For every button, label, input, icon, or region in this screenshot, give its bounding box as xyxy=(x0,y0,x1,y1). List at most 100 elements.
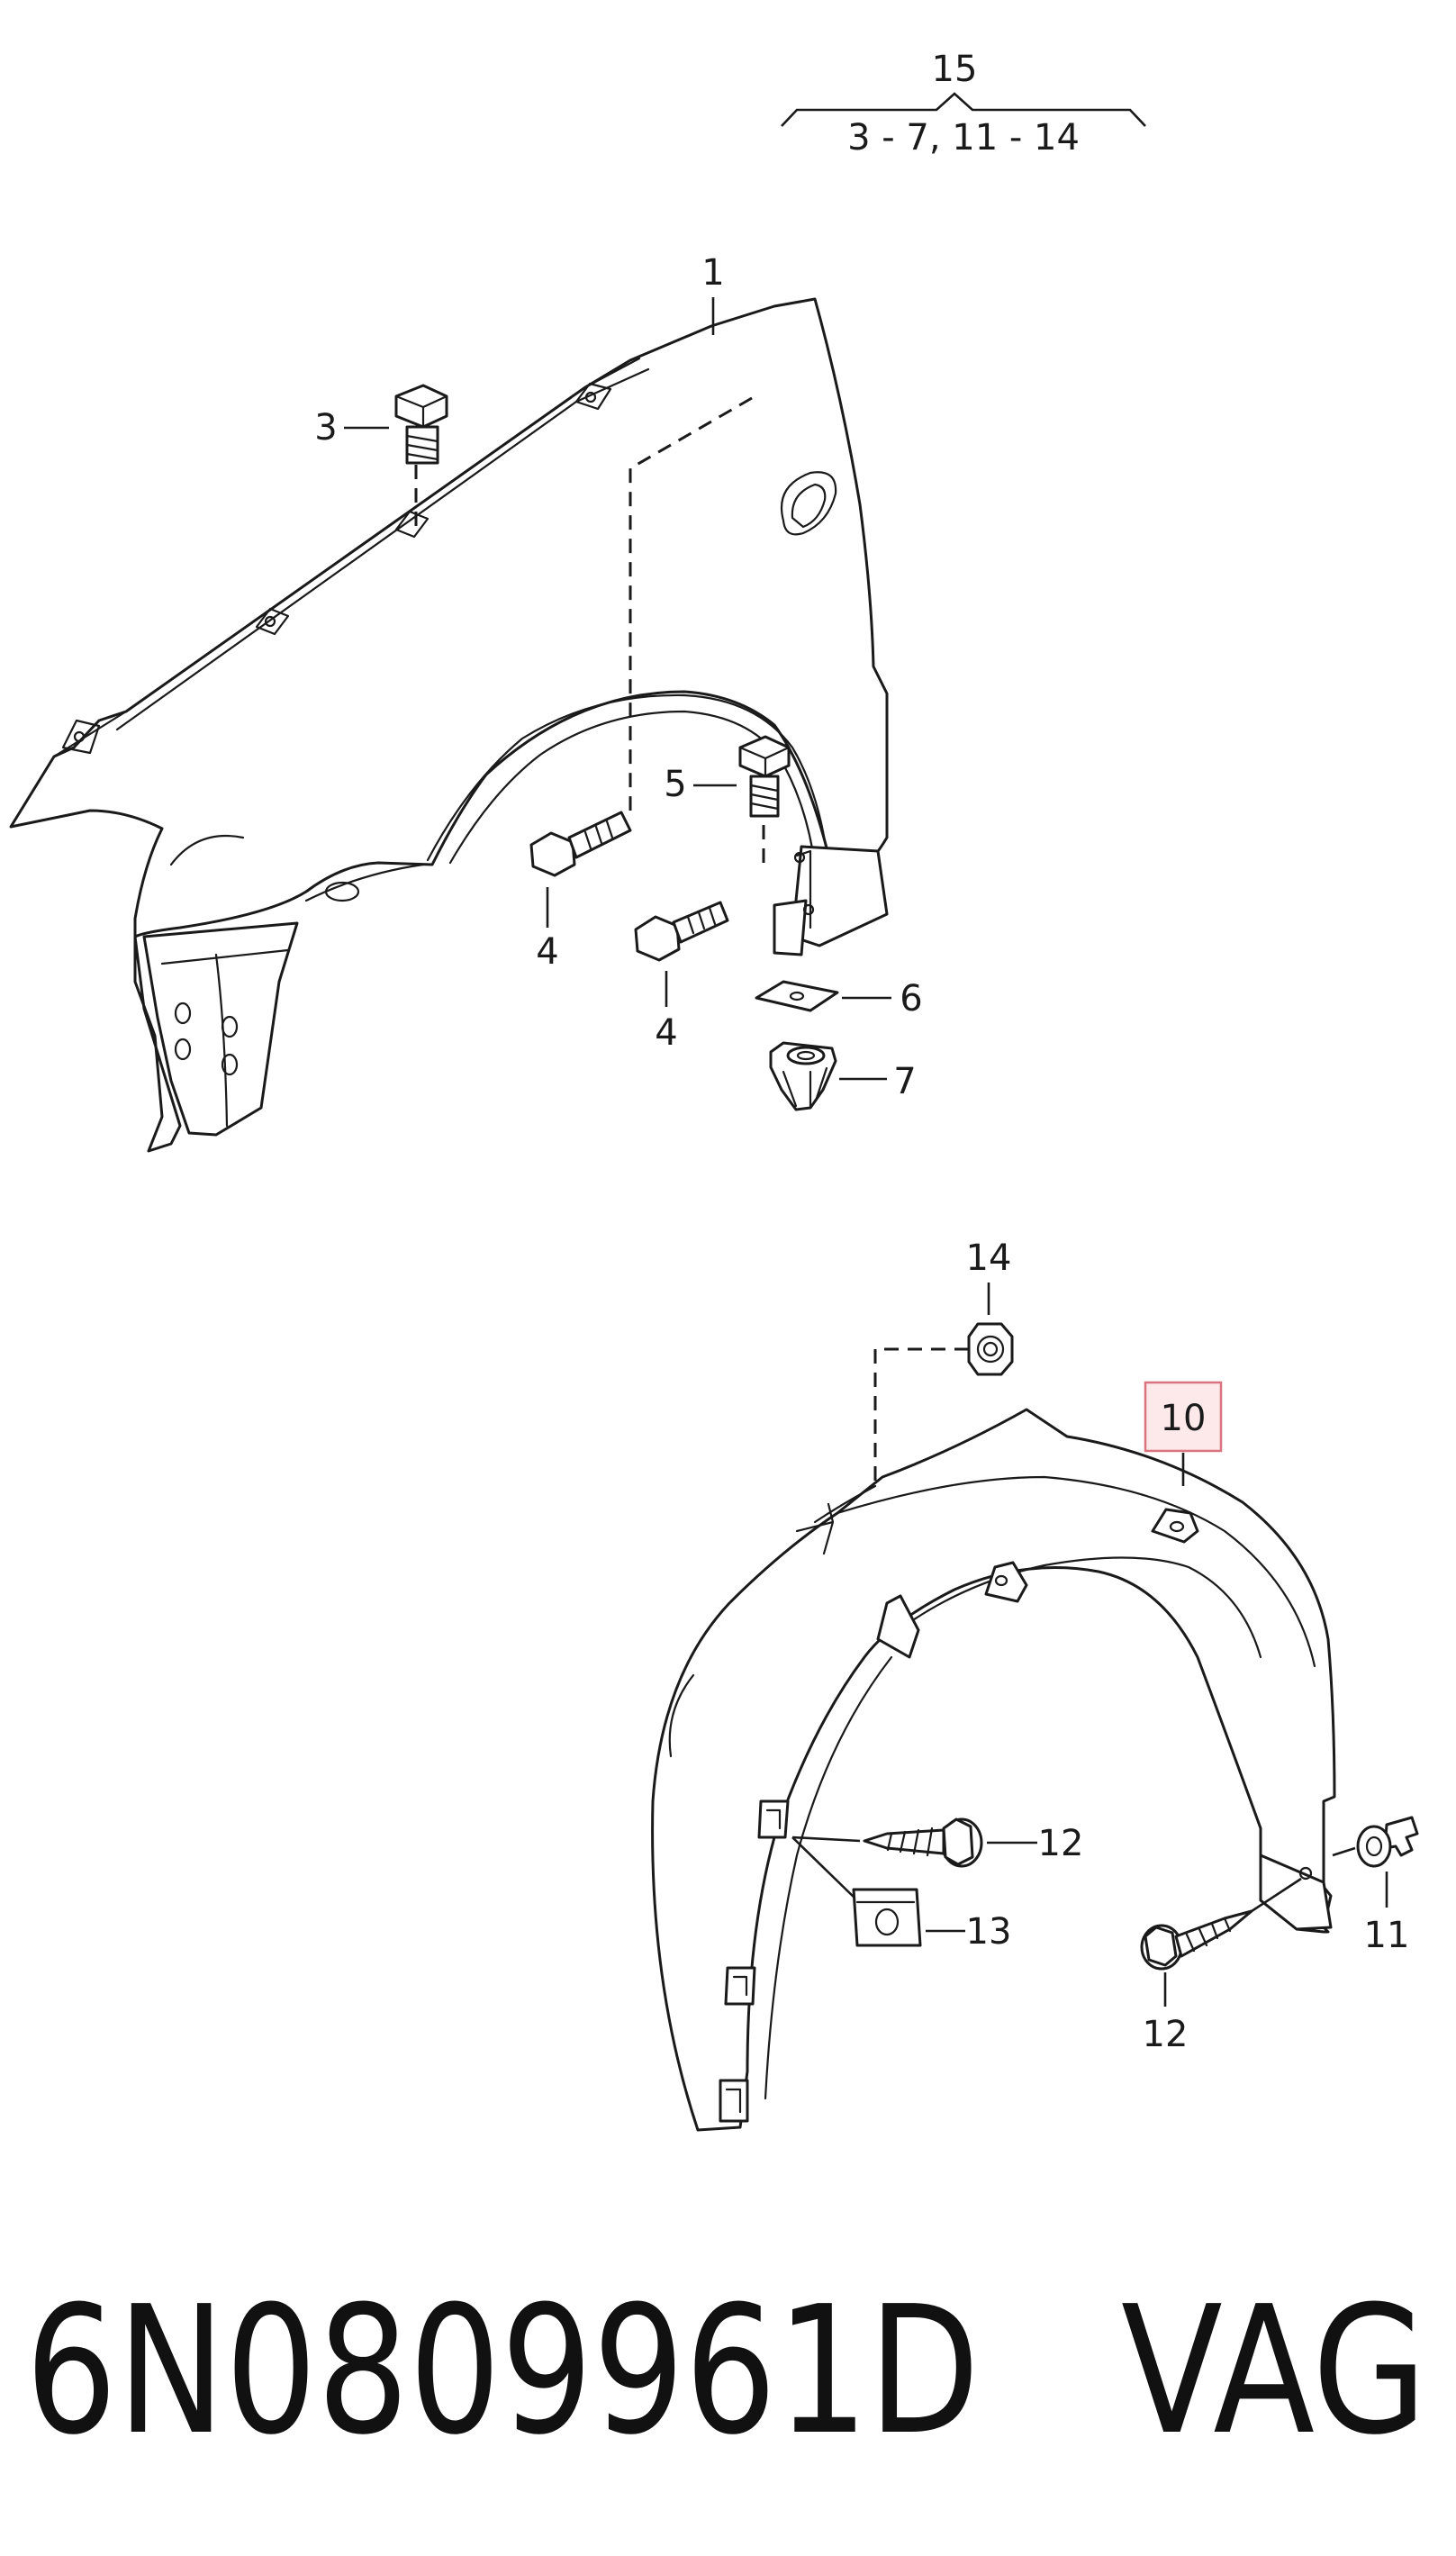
screw-part-12a: 12 xyxy=(791,1817,1084,1868)
bolt-3-thread xyxy=(405,434,439,461)
bolt-4b-head xyxy=(634,915,681,962)
liner-inner-arch xyxy=(885,1556,1262,1659)
flange-tab xyxy=(61,719,101,755)
bolt-part-4b: 4 xyxy=(634,901,729,1054)
indicator-slot xyxy=(780,471,837,536)
pad-6-shape xyxy=(755,980,839,1012)
clip-11-head xyxy=(1356,1825,1392,1868)
nut-14-body xyxy=(967,1322,1014,1376)
screw-12b-head xyxy=(1144,1926,1178,1967)
callout-12b: 12 xyxy=(1143,2014,1189,2055)
clip-11-axis xyxy=(1332,1846,1356,1857)
bolt-4b-shank xyxy=(672,901,729,944)
callout-15: 15 xyxy=(932,49,978,90)
screw-part-12b: 12 xyxy=(1140,1877,1302,2055)
bolt-5-head xyxy=(738,735,791,778)
speed-nut-13-hole xyxy=(874,1908,900,1936)
bracket-edge xyxy=(160,948,290,965)
fender-outline xyxy=(9,297,889,938)
wheel-arch-liner-part-10: 10 xyxy=(651,1381,1336,2132)
nut-14-bore xyxy=(982,1341,999,1357)
bolt-5-head-edges xyxy=(738,746,791,778)
bolt-4b-thread xyxy=(686,906,717,935)
tab-hole xyxy=(73,730,86,743)
clip-7-hole xyxy=(796,1050,816,1061)
callout-14: 14 xyxy=(966,1237,1012,1279)
fender-lower-edge xyxy=(304,863,425,902)
bolt-4a-thread xyxy=(583,820,614,850)
group-bracket-15: 15 3 - 7, 11 - 14 xyxy=(781,49,1146,159)
liner-outer-shell xyxy=(651,1408,1336,2132)
fender-front-curve xyxy=(169,834,245,866)
liner-top-flap xyxy=(813,1484,877,1524)
liner-pocket xyxy=(876,1594,920,1659)
clip-part-7: 7 xyxy=(769,1041,917,1111)
flange-tab xyxy=(574,382,612,411)
screw-12b-axis xyxy=(1251,1877,1302,1913)
callout-10-highlight xyxy=(1144,1381,1223,1453)
bolt-4a-head xyxy=(529,831,576,877)
callout-6: 6 xyxy=(900,978,922,1020)
assembly-line-13 xyxy=(791,1836,858,1901)
assembly-line xyxy=(873,1347,969,1482)
liner-clip-tab-slot xyxy=(732,1975,748,1997)
brand-name: VAG xyxy=(1121,2269,1427,2474)
nut-part-14: 14 xyxy=(873,1237,1014,1482)
liner-pocket-hole xyxy=(994,1574,1008,1587)
bracket-hole xyxy=(221,1015,239,1038)
liner-inner-edge xyxy=(764,1655,893,2100)
fender-rear-bracket xyxy=(791,845,889,947)
rear-bracket-hole xyxy=(802,903,815,916)
flange-tab xyxy=(255,607,290,636)
screw-12a-thread xyxy=(886,1826,934,1857)
indicator-slot-inner xyxy=(791,483,827,529)
clip-part-11: 11 xyxy=(1332,1816,1419,1956)
group-bracket-line xyxy=(781,92,1146,127)
screw-12b-shank xyxy=(1174,1909,1253,1958)
liner-clip-tab xyxy=(724,1966,756,2006)
liner-rear-hole xyxy=(1298,1866,1313,1881)
liner-rear-tab xyxy=(1259,1854,1333,1931)
bracket-hole xyxy=(174,1038,192,1061)
clip-11-center xyxy=(1365,1835,1383,1857)
fender-flange-edge xyxy=(52,357,641,758)
callout-10: 10 xyxy=(1161,1398,1207,1439)
pad-part-6: 6 xyxy=(755,978,923,1020)
screw-12a-shank xyxy=(863,1828,945,1855)
bolt-part-3: 3 xyxy=(314,384,448,465)
tab-hole xyxy=(264,615,276,628)
callout-7: 7 xyxy=(893,1061,916,1102)
liner-clip-tab-slot xyxy=(725,2088,742,2114)
callout-13: 13 xyxy=(966,1911,1012,1953)
liner-outer-rib xyxy=(668,1673,695,1758)
fender-part-1: 1 xyxy=(9,252,889,1153)
speed-nut-part-13: 13 xyxy=(791,1836,1012,1953)
tab-hole xyxy=(584,391,597,403)
callout-3: 3 xyxy=(314,407,337,449)
part-number: 6N0809961D xyxy=(25,2269,980,2474)
wheel-arch-lip xyxy=(426,693,830,866)
bolt-part-4a: 4 xyxy=(529,811,632,973)
speed-nut-13-body xyxy=(852,1888,922,1947)
callout-15-range: 3 - 7, 11 - 14 xyxy=(847,117,1080,159)
pad-6-hole xyxy=(789,991,805,1002)
liner-clip-tab xyxy=(719,2079,749,2123)
liner-pocket-hole xyxy=(1169,1520,1185,1533)
callout-11: 11 xyxy=(1364,1915,1410,1956)
wheel-arch-inner xyxy=(448,710,817,866)
rear-bracket-flange xyxy=(773,899,808,956)
liner-clip-tab xyxy=(757,1799,790,1839)
liner-pocket xyxy=(1151,1508,1199,1544)
bolt-part-5: 5 xyxy=(664,735,791,818)
bolt-3-head-edges xyxy=(394,394,448,429)
bracket-hole xyxy=(174,1002,192,1025)
bolt-5-thread xyxy=(749,784,780,811)
fender-front-lower xyxy=(133,935,182,1153)
callout-12a: 12 xyxy=(1038,1823,1084,1864)
clip-7-slits xyxy=(782,1066,828,1110)
clip-7-top xyxy=(786,1046,826,1065)
flange-tab xyxy=(394,510,430,539)
callout-5: 5 xyxy=(664,764,686,805)
callout-4b: 4 xyxy=(655,1012,677,1054)
